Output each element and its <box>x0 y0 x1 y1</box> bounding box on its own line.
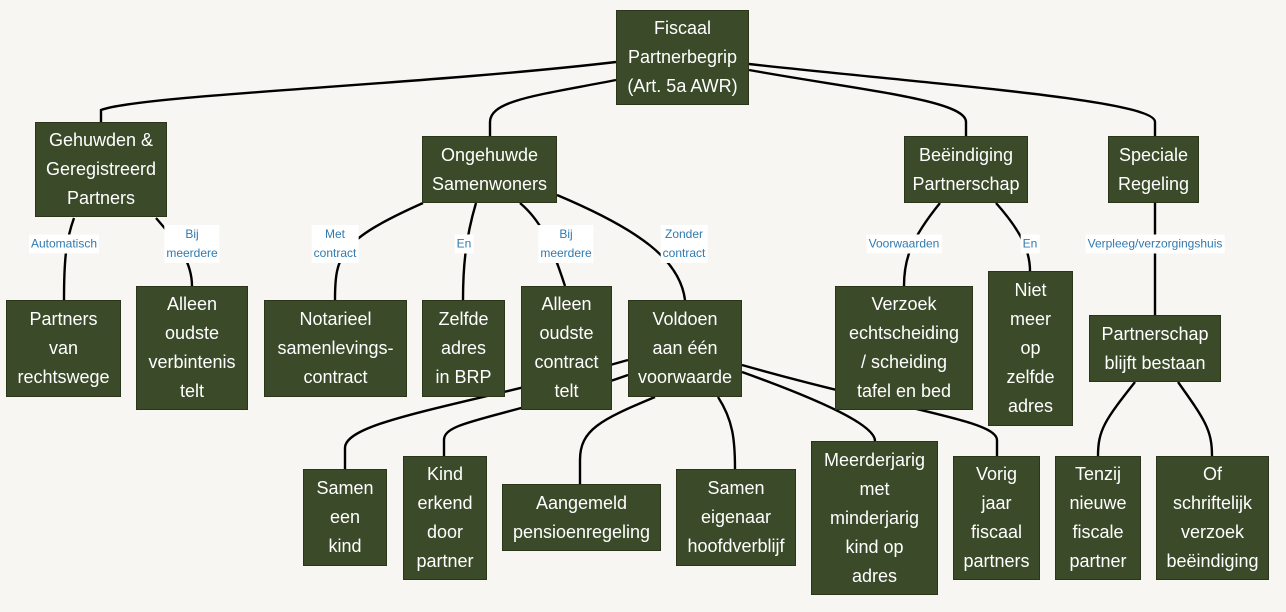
edge-label-automatisch: Automatisch <box>28 234 100 254</box>
node-niet-meer-op-adres: Niet meer op zelfde adres <box>988 271 1073 426</box>
edge-label-bij-meerdere-1: Bij meerdere <box>164 225 220 263</box>
edge-label-verpleeg: Verpleeg/verzorgingshuis <box>1085 234 1225 254</box>
edge-voldoen-meerderjarig <box>741 370 877 442</box>
edge-label-met-contract: Met contract <box>311 225 359 263</box>
node-kind-erkend: Kind erkend door partner <box>403 456 487 580</box>
node-partners-rechtswege: Partners van rechtswege <box>6 300 121 397</box>
node-pensioenregeling: Aangemeld pensioenregeling <box>502 484 661 551</box>
node-oudste-contract: Alleen oudste contract telt <box>521 286 612 410</box>
node-zelfde-adres-brp: Zelfde adres in BRP <box>422 300 505 397</box>
node-notarieel: Notarieel samenlevings- contract <box>264 300 407 397</box>
node-voldoen: Voldoen aan één voorwaarde <box>628 300 742 397</box>
node-speciale: Speciale Regeling <box>1108 136 1199 203</box>
edge-root-speciale <box>748 62 1157 136</box>
edge-root-beeindiging <box>748 68 968 136</box>
edge-root-gehuwden <box>99 60 617 122</box>
edge-partnerschap-schriftelijk <box>1177 381 1214 457</box>
edge-label-bij-meerdere-2: Bij meerdere <box>538 225 594 263</box>
node-schriftelijk: Of schriftelijk verzoek beëindiging <box>1156 456 1269 580</box>
edge-root-ongehuwde <box>488 78 617 136</box>
edge-voldoen-eigenaar <box>716 396 737 470</box>
edge-voldoen-pensioen <box>578 395 656 484</box>
edge-ongehuwde-zelfde-adres <box>461 202 478 301</box>
node-tenzij: Tenzij nieuwe fiscale partner <box>1055 456 1141 580</box>
edge-label-en-1: En <box>454 234 474 254</box>
node-samen-eigenaar: Samen eigenaar hoofdverblijf <box>676 469 796 566</box>
node-vorig-jaar: Vorig jaar fiscaal partners <box>953 456 1040 580</box>
node-meerderjarig: Meerderjarig met minderjarig kind op adr… <box>811 441 938 595</box>
edge-label-voorwaarden: Voorwaarden <box>866 234 942 254</box>
node-root: Fiscaal Partnerbegrip (Art. 5a AWR) <box>616 10 749 105</box>
node-samen-kind: Samen een kind <box>303 469 387 566</box>
node-oudste-verbintenis: Alleen oudste verbintenis telt <box>136 286 248 410</box>
node-beeindiging: Beëindiging Partnerschap <box>904 136 1028 203</box>
edge-label-en-2: En <box>1020 234 1040 254</box>
node-ongehuwde: Ongehuwde Samenwoners <box>422 136 557 203</box>
edge-gehuwden-partners-rechtswege <box>62 217 76 301</box>
edge-partnerschap-tenzij <box>1096 381 1136 457</box>
node-gehuwden: Gehuwden & Geregistreerd Partners <box>35 122 167 217</box>
node-partnerschap-blijft: Partnerschap blijft bestaan <box>1089 315 1221 382</box>
node-verzoek-echtscheiding: Verzoek echtscheiding / scheiding tafel … <box>835 286 973 410</box>
edge-ongehuwde-voldoen <box>556 193 687 301</box>
edge-voldoen-vorig-jaar <box>741 363 999 456</box>
edge-label-zonder-contract: Zonder contract <box>660 225 708 263</box>
